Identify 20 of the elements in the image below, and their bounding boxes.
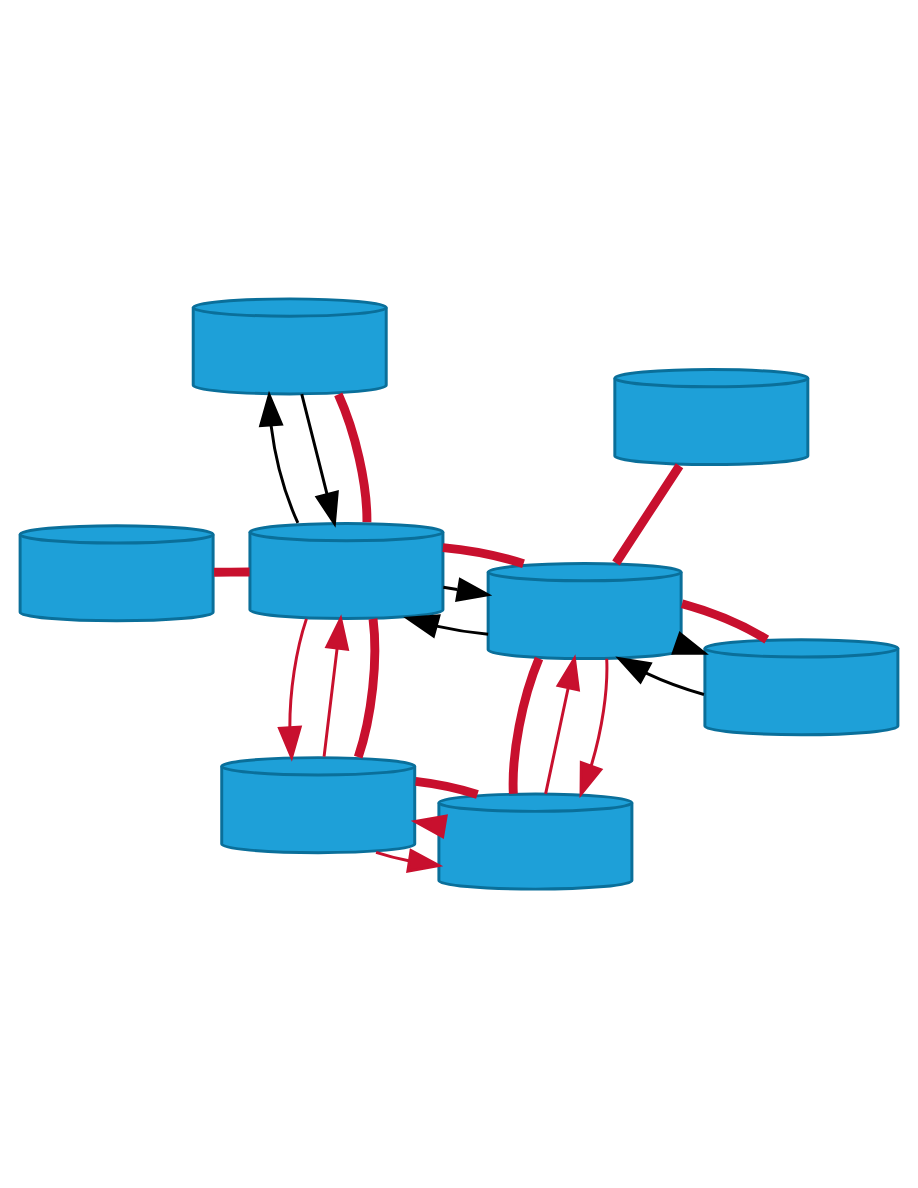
arrow	[322, 614, 350, 757]
connector	[508, 656, 544, 794]
arrow	[544, 654, 581, 795]
arrow	[258, 390, 300, 524]
arrow	[671, 631, 709, 655]
connector	[214, 567, 250, 577]
connector	[612, 463, 684, 566]
connector	[680, 599, 770, 644]
arrow	[579, 658, 609, 799]
connector	[442, 543, 525, 568]
connector	[334, 392, 372, 523]
arrow	[410, 814, 448, 839]
connector	[415, 776, 479, 799]
arrow	[375, 848, 444, 873]
arrow	[615, 656, 705, 696]
arrow	[403, 614, 489, 639]
arrow	[277, 618, 308, 762]
connector	[353, 618, 380, 759]
arrow	[443, 577, 493, 602]
arrow	[300, 393, 339, 528]
